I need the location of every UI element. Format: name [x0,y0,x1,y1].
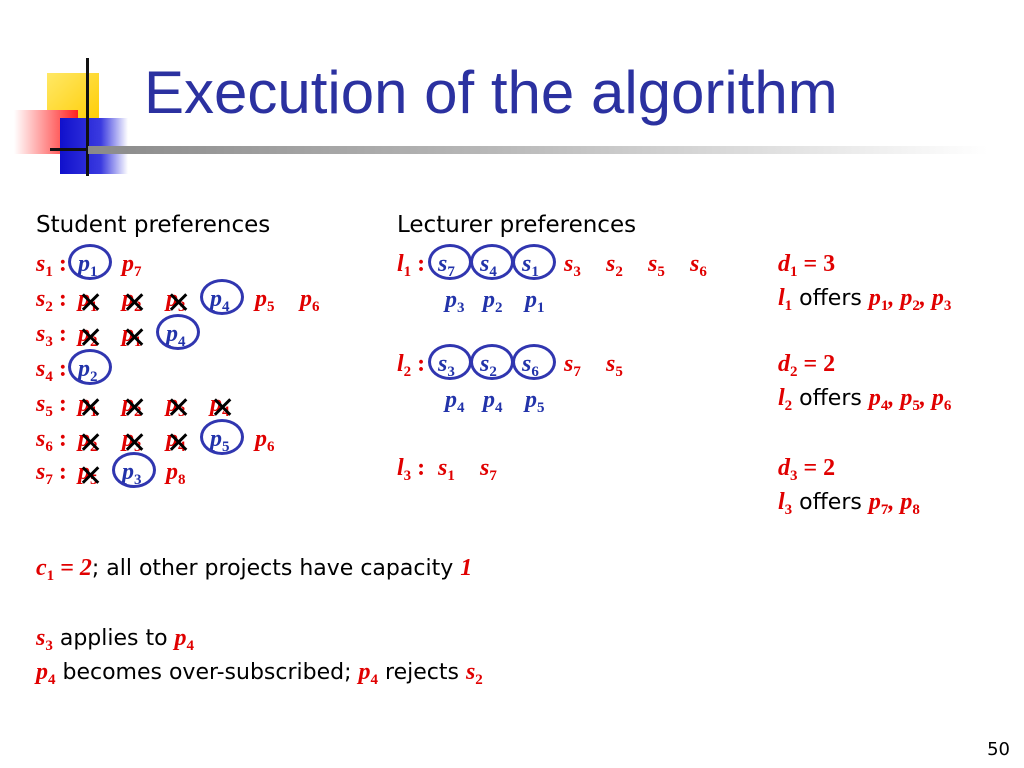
lecturer-capacity: d2 = 2 [778,351,836,380]
rejection-cross-icon: ✕ [78,391,104,426]
page-number: 50 [987,739,1010,760]
logo-vertical-line [86,58,89,176]
assigned-project: p4 [445,387,465,416]
student-pref-project: p4 [210,391,230,420]
student-pref-project: p1 [78,391,98,420]
rejection-cross-icon: ✕ [166,286,192,321]
student-pref-project: p2 [122,286,142,315]
lecturer-pref-student: s5 [648,251,665,280]
assignment-circle [68,244,112,280]
assigned-project: p1 [525,287,545,316]
student-label: s5 : [36,391,67,420]
provisional-assignment-circle [512,244,556,280]
lecturer-pref-student: s2 [606,251,623,280]
rejection-cross-icon: ✕ [78,426,104,461]
student-pref-project: p3 [166,286,186,315]
step-rejects: p4 becomes over-subscribed; p4 rejects s… [36,659,483,688]
student-label: s3 : [36,321,67,350]
assignment-circle [200,419,244,455]
lecturer-pref-student: s7 [480,455,497,484]
lecturer-pref-student: s1 [438,455,455,484]
lecturer-pref-student: s7 [564,351,581,380]
provisional-assignment-circle [512,344,556,380]
student-label: s6 : [36,426,67,455]
assignment-circle [68,349,112,385]
slide-title: Execution of the algorithm [144,59,838,126]
rejection-cross-icon: ✕ [166,391,192,426]
lecturer-pref-student: s6 [690,251,707,280]
lecturer-label: l3 : [397,455,426,484]
lecturer-label: l2 : [397,351,426,380]
assigned-project: p5 [525,387,545,416]
assignment-circle [200,279,244,315]
student-label: s7 : [36,459,67,488]
rejection-cross-icon: ✕ [210,391,236,426]
student-pref-project: p6 [300,286,320,315]
lecturer-capacity: d3 = 2 [778,455,836,484]
lecturer-offers: l2 offers p4, p5, p6 [778,385,952,414]
assignment-circle [112,452,156,488]
student-label: s2 : [36,286,67,315]
rejection-cross-icon: ✕ [78,459,104,494]
lecturer-pref-student: s3 [564,251,581,280]
assigned-project: p4 [483,387,503,416]
lecturer-pref-student: s5 [606,351,623,380]
provisional-assignment-circle [428,244,472,280]
capacity-note: c1 = 2; all other projects have capacity… [36,555,473,584]
student-pref-project: p1 [122,321,142,350]
student-pref-project: p1 [78,286,98,315]
assignment-circle [156,314,200,350]
lecturer-capacity: d1 = 3 [778,251,836,280]
student-pref-project: p2 [78,321,98,350]
rejection-cross-icon: ✕ [122,391,148,426]
student-pref-project: p3 [166,391,186,420]
rejection-cross-icon: ✕ [78,286,104,321]
lecturer-offers: l3 offers p7, p8 [778,489,920,518]
student-preferences-header: Student preferences [36,212,271,238]
step-applies: s3 applies to p4 [36,625,195,654]
lecturer-offers: l1 offers p1, p2, p3 [778,285,952,314]
student-pref-project: p5 [78,459,98,488]
title-rule [88,146,988,154]
student-label: s1 : [36,251,67,280]
provisional-assignment-circle [428,344,472,380]
rejection-cross-icon: ✕ [122,321,148,356]
student-pref-project: p2 [78,426,98,455]
student-pref-project: p5 [255,286,275,315]
student-pref-project: p6 [255,426,275,455]
student-pref-project: p4 [166,426,186,455]
student-pref-project: p2 [122,391,142,420]
provisional-assignment-circle [470,244,514,280]
student-pref-project: p8 [166,459,186,488]
rejection-cross-icon: ✕ [166,426,192,461]
rejection-cross-icon: ✕ [122,286,148,321]
student-pref-project: p7 [122,251,142,280]
lecturer-preferences-header: Lecturer preferences [397,212,637,238]
student-pref-project: p3 [122,426,142,455]
student-label: s4 : [36,356,67,385]
assigned-project: p3 [445,287,465,316]
provisional-assignment-circle [470,344,514,380]
rejection-cross-icon: ✕ [78,321,104,356]
lecturer-label: l1 : [397,251,426,280]
assigned-project: p2 [483,287,503,316]
